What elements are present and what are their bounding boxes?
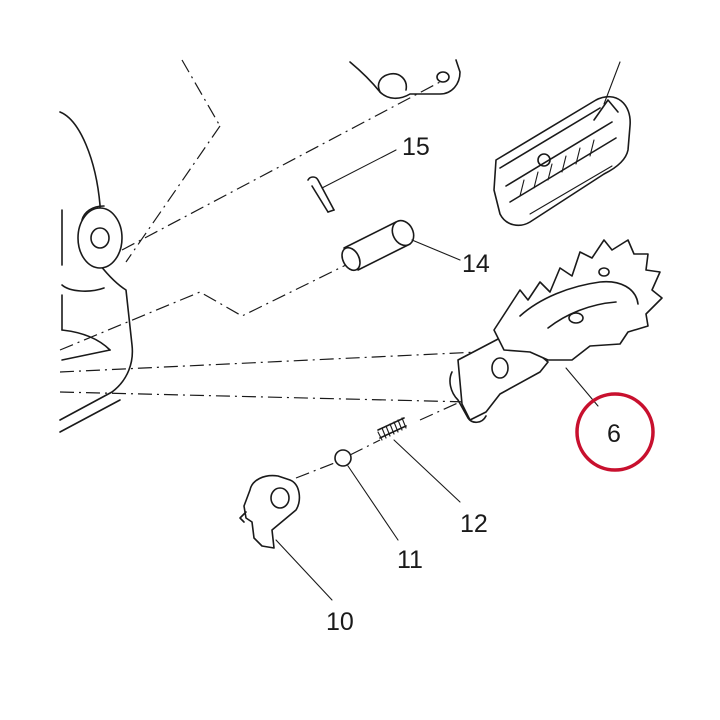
red-circle-icon <box>575 392 655 472</box>
footpeg-part <box>449 239 663 424</box>
callout-6: 6 <box>607 420 621 448</box>
bracket-plate-part <box>239 474 333 601</box>
callout-labels: 15 14 6 12 11 10 <box>326 133 621 636</box>
callout-10: 10 <box>326 608 354 636</box>
spring-part <box>377 417 461 503</box>
rubber-insert-part <box>493 61 631 227</box>
ball-part <box>334 449 399 541</box>
callout-15: 15 <box>402 133 430 161</box>
cotter-pin-part <box>307 149 397 213</box>
frame-bracket <box>59 111 134 433</box>
callout-12: 12 <box>460 510 488 538</box>
clevis-pin-part <box>341 219 461 272</box>
callout-14: 14 <box>462 250 490 278</box>
top-mount <box>349 59 461 100</box>
centre-lines <box>59 59 521 479</box>
callout-11: 11 <box>397 546 423 574</box>
